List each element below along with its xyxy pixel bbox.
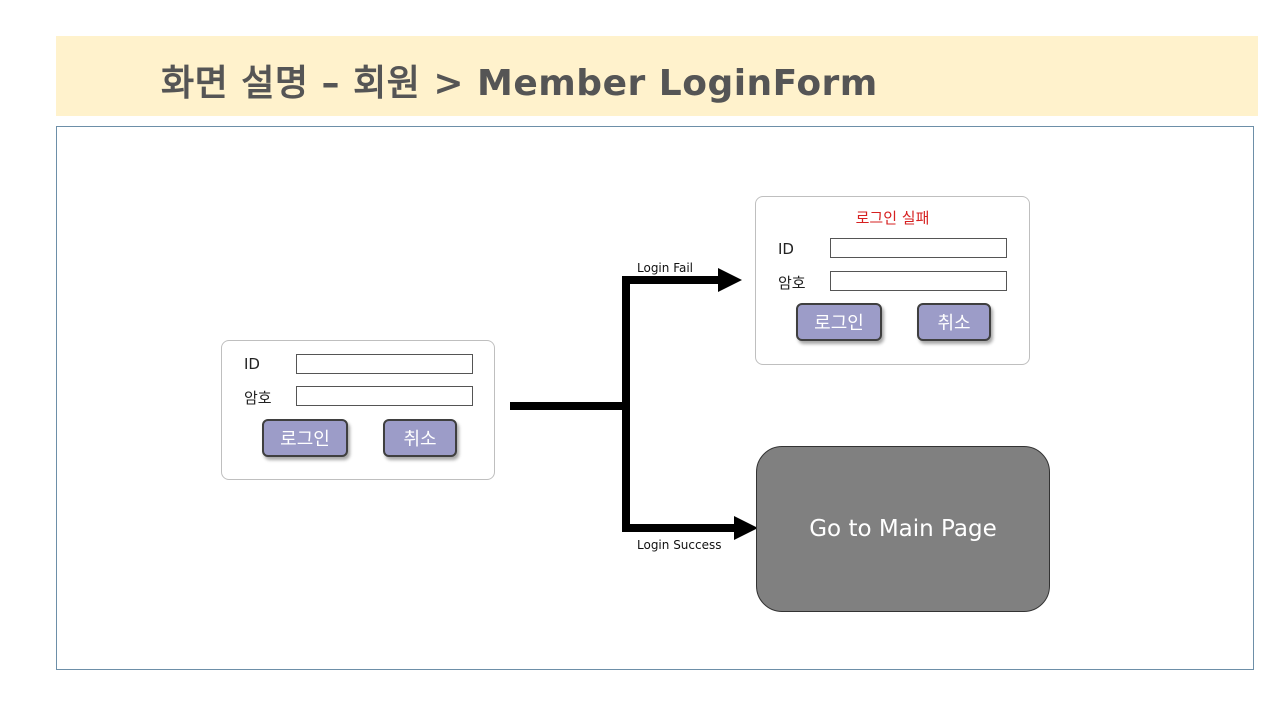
fail-id-input[interactable]	[830, 238, 1007, 258]
diagram-frame	[56, 126, 1254, 670]
success-arrowhead	[734, 516, 758, 540]
fail-login-button[interactable]: 로그인	[796, 303, 882, 341]
login-button[interactable]: 로그인	[262, 419, 348, 457]
login-fail-form: 로그인 실패 ID 암호 로그인 취소	[755, 196, 1030, 365]
fail-id-label: ID	[778, 240, 794, 258]
password-input[interactable]	[296, 386, 473, 406]
cancel-button[interactable]: 취소	[383, 419, 457, 457]
fail-password-input[interactable]	[830, 271, 1007, 291]
id-label: ID	[244, 355, 260, 373]
main-page-box: Go to Main Page	[756, 446, 1050, 612]
login-fail-title: 로그인 실패	[855, 209, 930, 227]
fail-cancel-button[interactable]: 취소	[917, 303, 991, 341]
main-page-label: Go to Main Page	[809, 516, 997, 542]
login-success-label: Login Success	[637, 538, 722, 552]
page-title: 화면 설명 – 회원 > Member LoginForm	[161, 63, 878, 104]
password-label: 암호	[244, 389, 272, 407]
login-form: ID 암호 로그인 취소	[221, 340, 495, 480]
fail-arrowhead	[718, 268, 742, 292]
id-input[interactable]	[296, 354, 473, 374]
title-band: 화면 설명 – 회원 > Member LoginForm	[56, 36, 1258, 116]
fail-password-label: 암호	[778, 274, 806, 292]
login-fail-label: Login Fail	[637, 261, 694, 275]
